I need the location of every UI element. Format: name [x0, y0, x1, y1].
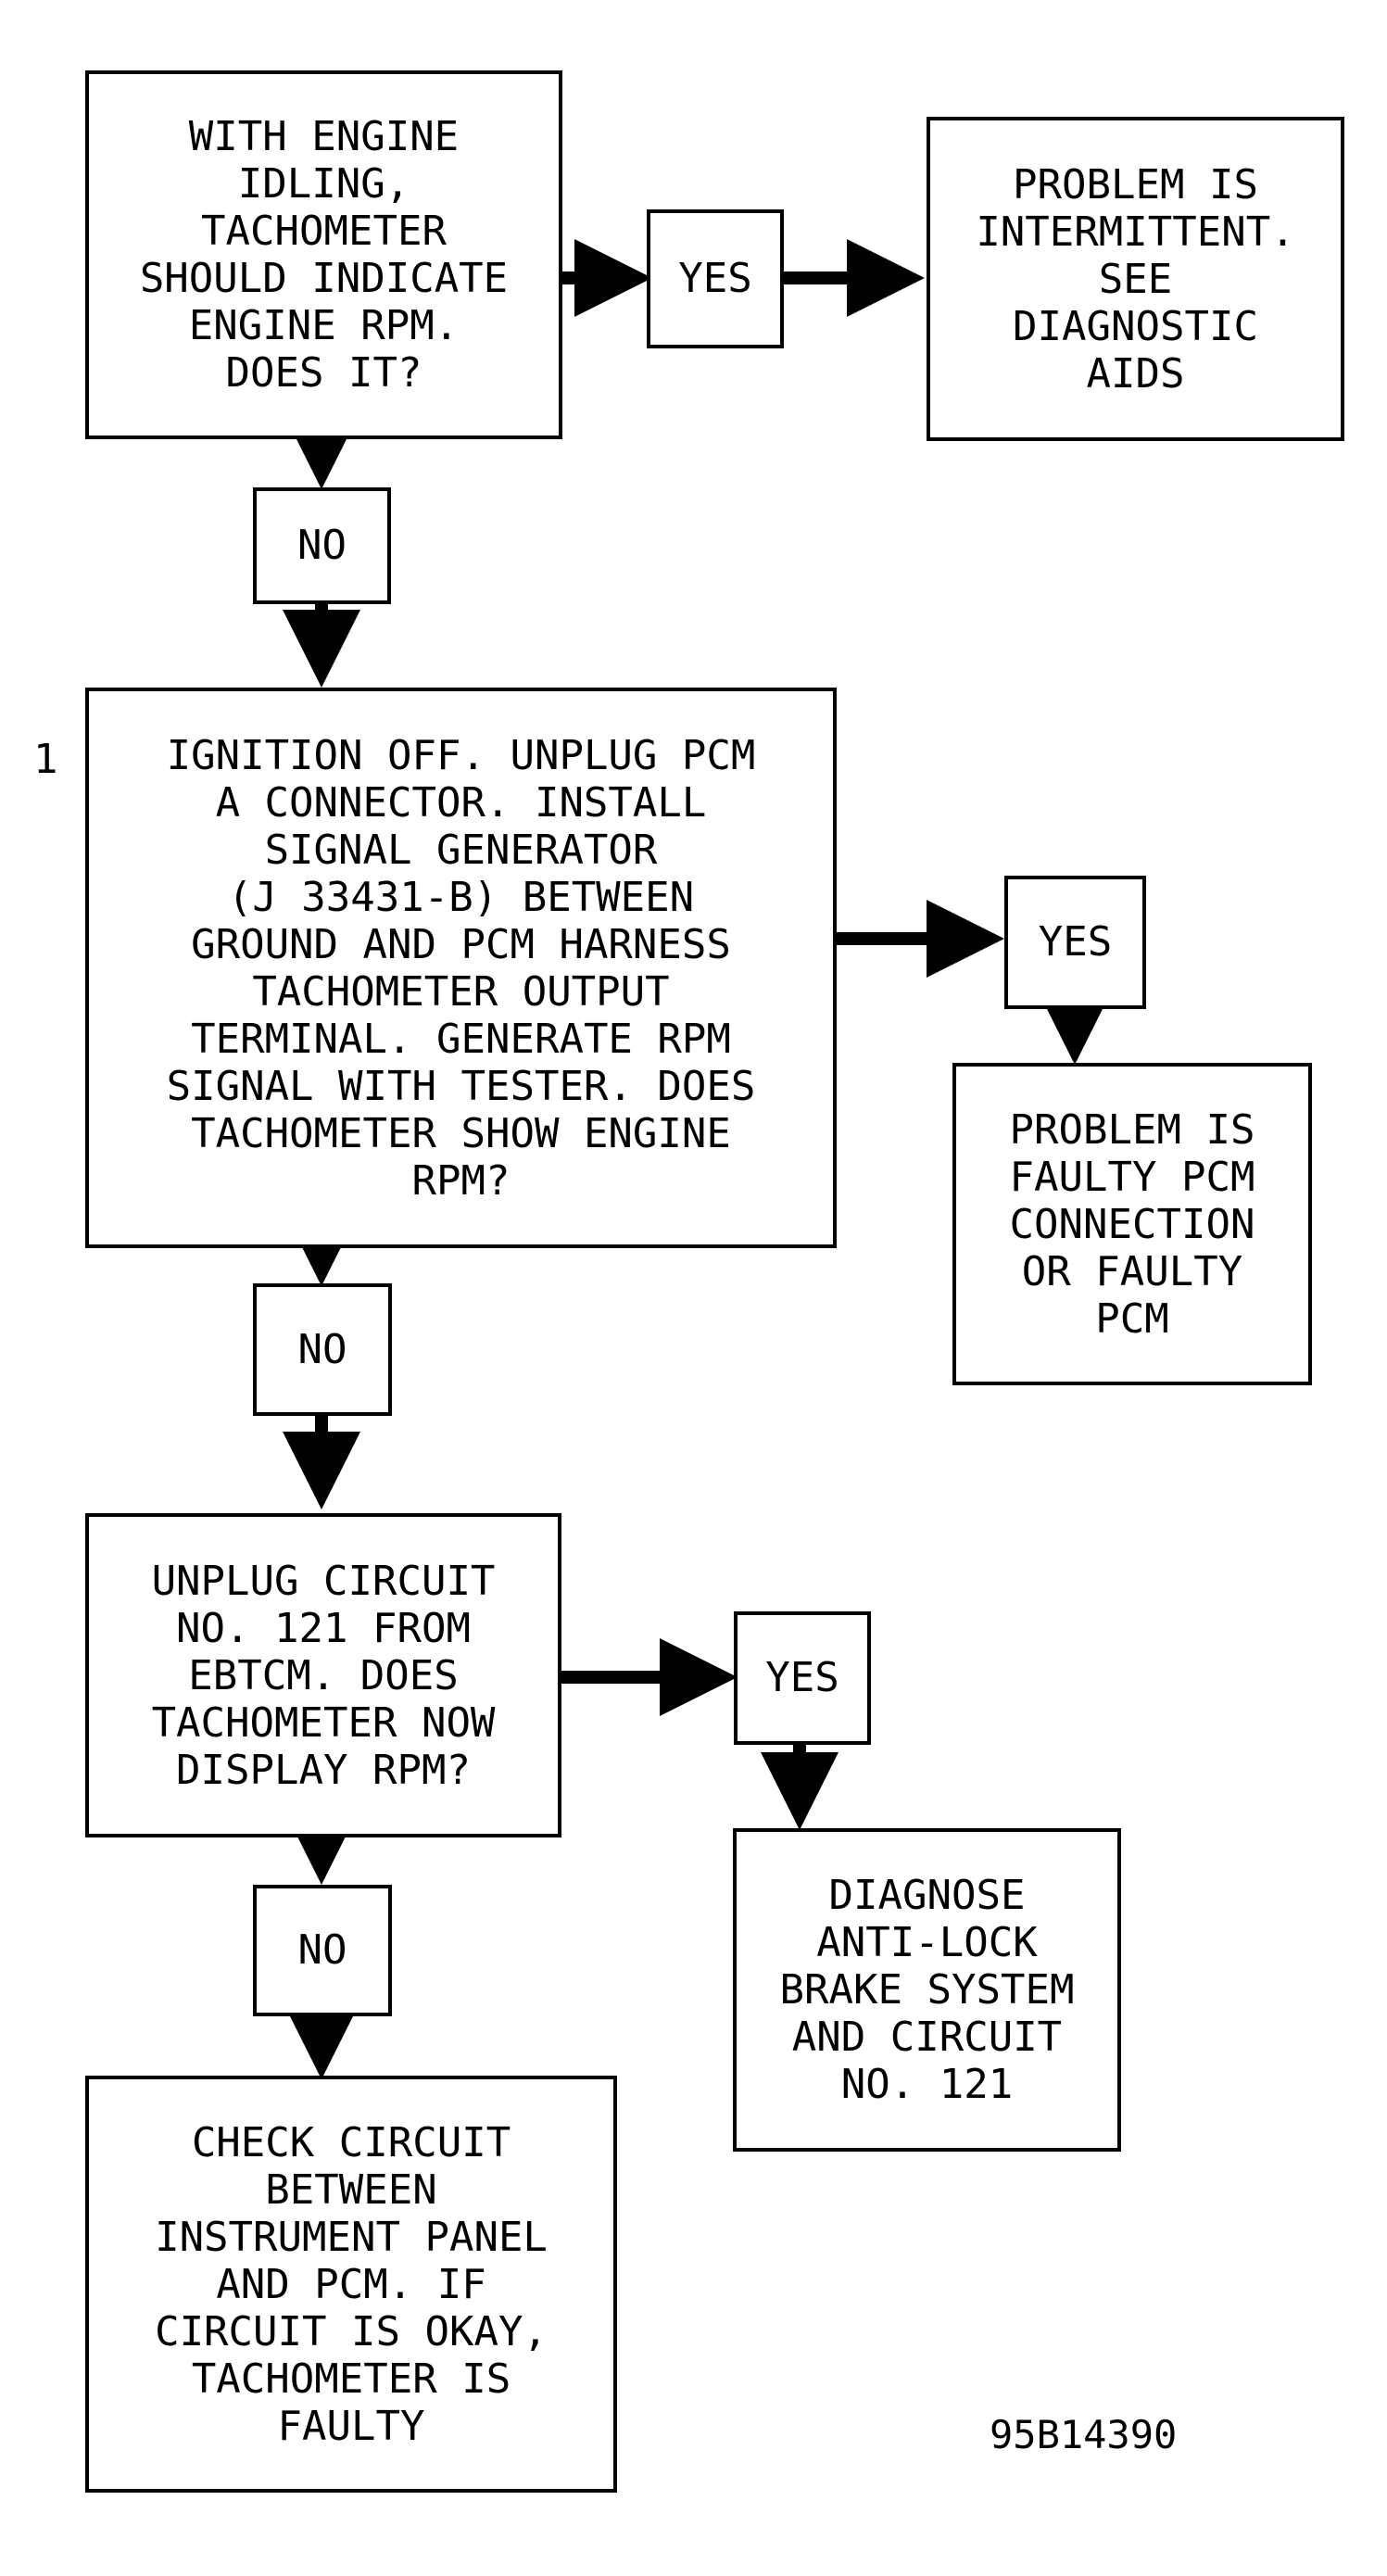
question-text-circuit-121: UNPLUG CIRCUIT NO. 121 FROM EBTCM. DOES … — [151, 1557, 496, 1794]
no-label-box-3: NO — [253, 1885, 392, 2016]
yes-label-box-2: YES — [1004, 876, 1146, 1009]
result-text-check-circuit: CHECK CIRCUIT BETWEEN INSTRUMENT PANEL A… — [155, 2118, 548, 2450]
question-box-idle-rpm: WITH ENGINE IDLING, TACHOMETER SHOULD IN… — [85, 70, 562, 439]
result-box-check-circuit: CHECK CIRCUIT BETWEEN INSTRUMENT PANEL A… — [85, 2076, 617, 2493]
result-text-faulty-pcm: PROBLEM IS FAULTY PCM CONNECTION OR FAUL… — [1009, 1105, 1255, 1343]
result-box-anti-lock-brake: DIAGNOSE ANTI-LOCK BRAKE SYSTEM AND CIRC… — [733, 1828, 1121, 2152]
question-box-circuit-121: UNPLUG CIRCUIT NO. 121 FROM EBTCM. DOES … — [85, 1513, 561, 1837]
step-number: 1 — [33, 736, 58, 783]
no-label-1: NO — [297, 522, 347, 569]
yes-label-box-3: YES — [734, 1611, 871, 1745]
yes-label-box-1: YES — [647, 209, 784, 348]
result-box-intermittent: PROBLEM IS INTERMITTENT. SEE DIAGNOSTIC … — [927, 117, 1344, 441]
yes-label-2: YES — [1038, 918, 1113, 966]
question-box-signal-generator: IGNITION OFF. UNPLUG PCM A CONNECTOR. IN… — [85, 688, 837, 1248]
yes-label-3: YES — [765, 1654, 839, 1701]
result-text-intermittent: PROBLEM IS INTERMITTENT. SEE DIAGNOSTIC … — [976, 160, 1295, 398]
no-label-box-2: NO — [253, 1283, 392, 1416]
yes-label-1: YES — [678, 255, 752, 302]
figure-id: 95B14390 — [990, 2412, 1178, 2457]
result-box-faulty-pcm: PROBLEM IS FAULTY PCM CONNECTION OR FAUL… — [952, 1063, 1312, 1385]
question-text-idle-rpm: WITH ENGINE IDLING, TACHOMETER SHOULD IN… — [139, 113, 509, 397]
no-label-box-1: NO — [253, 487, 391, 604]
no-label-3: NO — [297, 1926, 347, 1974]
question-text-signal-generator: IGNITION OFF. UNPLUG PCM A CONNECTOR. IN… — [166, 731, 756, 1205]
no-label-2: NO — [297, 1325, 347, 1373]
result-text-anti-lock-brake: DIAGNOSE ANTI-LOCK BRAKE SYSTEM AND CIRC… — [779, 1872, 1075, 2108]
